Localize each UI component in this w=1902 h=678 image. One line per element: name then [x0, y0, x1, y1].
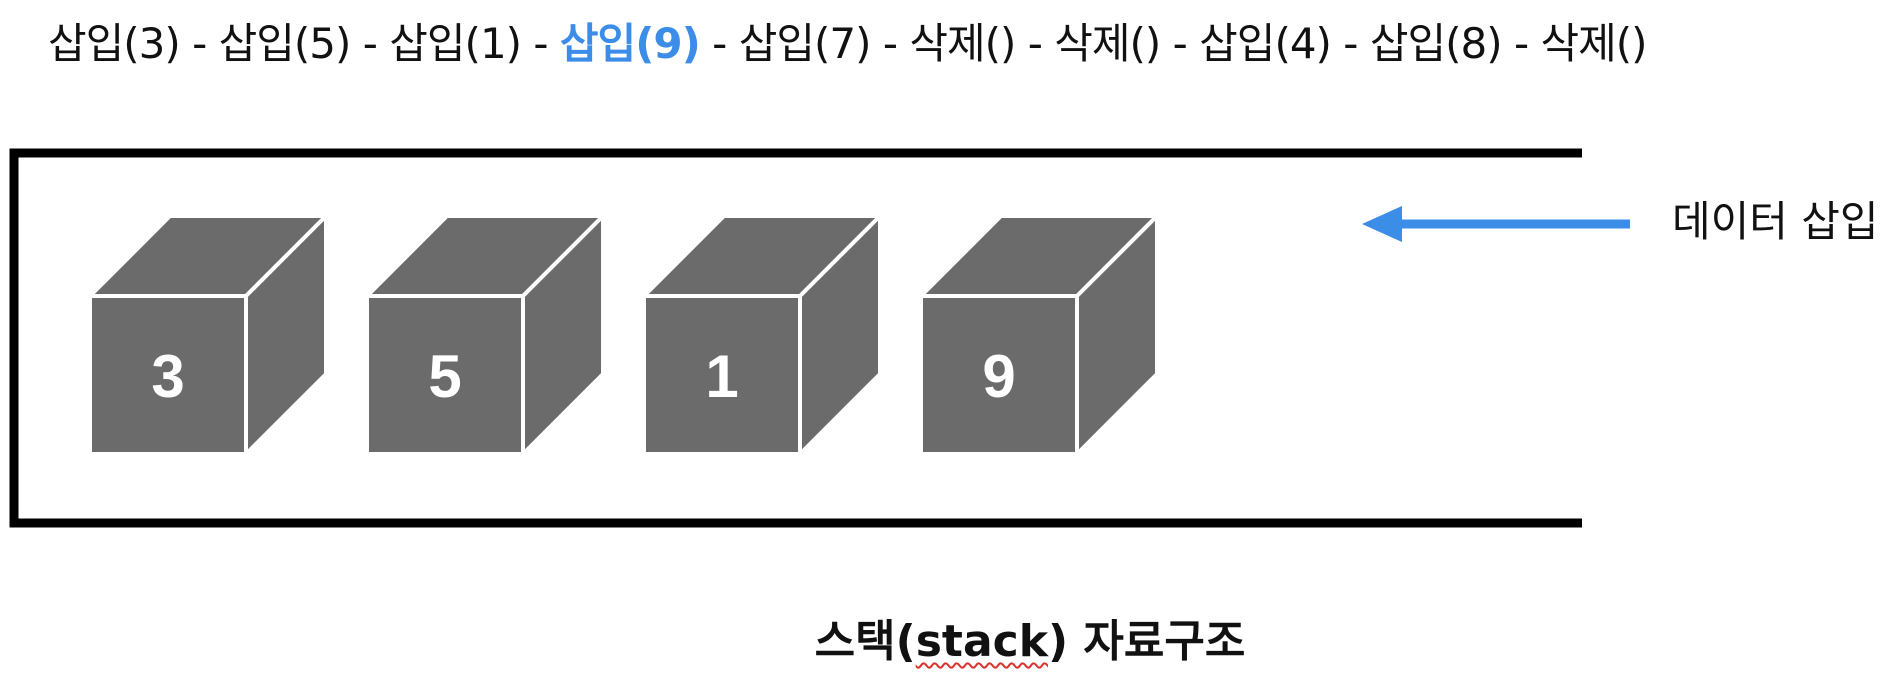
stack-item-box: 5 [365, 214, 605, 456]
stack-item-value: 5 [428, 343, 461, 410]
sequence-separator: - [350, 19, 390, 68]
diagram-title: 스택(stack) 자료구조 [0, 612, 1902, 672]
sequence-op: 삭제() [1540, 19, 1647, 68]
sequence-separator: - [179, 19, 219, 68]
stack-item-box: 9 [919, 214, 1159, 456]
title-suffix: ) 자료구조 [1047, 616, 1246, 667]
title-prefix: 스택( [814, 616, 916, 667]
stack-items: 3 5 1 9 [88, 214, 1159, 456]
sequence-op: 삽입(5) [218, 19, 352, 68]
sequence-separator: - [1501, 19, 1541, 68]
sequence-separator: - [1160, 19, 1200, 68]
stack-item-value: 1 [705, 343, 738, 410]
sequence-separator: - [1015, 19, 1055, 68]
title-stack-word: stack [915, 616, 1048, 667]
sequence-separator: - [1330, 19, 1370, 68]
sequence-op: 삽입(8) [1369, 19, 1503, 68]
stack-item-value: 3 [151, 343, 184, 410]
sequence-separator: - [870, 19, 910, 68]
sequence-op: 삭제() [909, 19, 1016, 68]
sequence-op: 삽입(9) [559, 19, 701, 68]
stack-container [9, 148, 1582, 528]
sequence-separator: - [521, 19, 560, 68]
insert-arrow [1362, 206, 1630, 242]
sequence-op: 삽입(7) [738, 19, 872, 68]
sequence-op: 삽입(3) [48, 19, 181, 68]
cube-front-face [642, 294, 802, 456]
insert-label: 데이터 삽입 [1672, 197, 1879, 246]
cube-front-face [365, 294, 525, 456]
operation-sequence: 삽입(3) - 삽입(5) - 삽입(1) - 삽입(9) - 삽입(7) - … [48, 14, 1648, 74]
stack-item-box: 3 [88, 214, 328, 456]
sequence-separator: - [699, 19, 739, 68]
sequence-op: 삽입(1) [389, 19, 522, 68]
sequence-op: 삭제() [1054, 19, 1161, 68]
stack-item-value: 9 [982, 343, 1015, 410]
cube-front-face [919, 294, 1079, 456]
cube-front-face [88, 294, 248, 456]
insert-arrow-head [1362, 206, 1402, 242]
stack-item-box: 1 [642, 214, 882, 456]
stack-container-outline [9, 148, 1582, 528]
sequence-op: 삽입(4) [1199, 19, 1332, 68]
